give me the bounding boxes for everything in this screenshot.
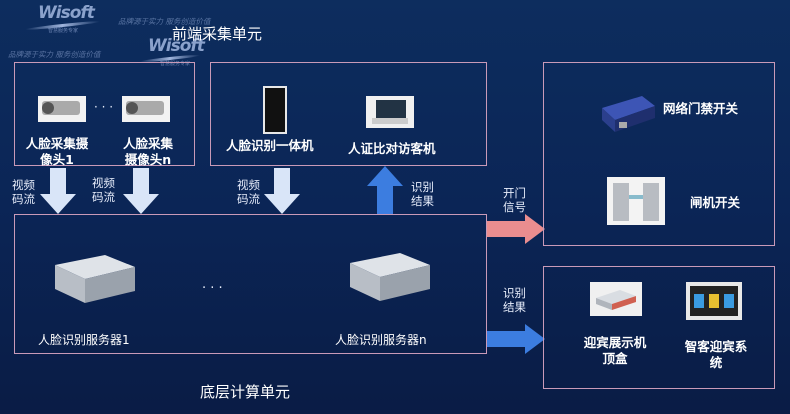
network-switch-icon xyxy=(602,96,655,132)
camera-n-label: 人脸采集摄像头n xyxy=(122,136,173,167)
result-label: 识别结果 xyxy=(411,180,434,208)
camera-1-label: 人脸采集摄像头1 xyxy=(25,136,89,167)
door-signal-label: 开门信号 xyxy=(503,186,526,214)
ellipsis: · · · xyxy=(202,281,223,296)
gate-icon xyxy=(607,177,665,225)
video-stream-label: 视频码流 xyxy=(12,178,35,206)
result-label: 识别结果 xyxy=(503,286,526,314)
ellipsis: · · · xyxy=(94,100,114,114)
down-arrow xyxy=(264,168,300,214)
wisoft-logo: Wisoft xyxy=(38,3,95,23)
down-arrow xyxy=(40,168,76,214)
set-top-box-label: 迎宾展示机顶盒 xyxy=(583,335,647,366)
server-1-label: 人脸识别服务器1 xyxy=(38,333,130,347)
welcome-box xyxy=(543,266,775,389)
watermark-slogan: 品牌源于实力 服务创造价值 xyxy=(118,17,211,26)
face-terminal-label: 人脸识别一体机 xyxy=(226,138,314,153)
video-stream-label: 视频码流 xyxy=(237,178,260,206)
camera-icon xyxy=(38,96,86,122)
front-unit-title: 前端采集单元 xyxy=(172,25,263,43)
server-icon xyxy=(55,255,135,303)
visitor-machine-label: 人证比对访客机 xyxy=(348,141,436,156)
camera-icon xyxy=(122,96,170,122)
logo-subtitle: 智慧服务专家 xyxy=(160,61,191,67)
compute-unit-title: 底层计算单元 xyxy=(200,383,291,401)
up-arrow xyxy=(367,166,403,214)
set-top-box-icon xyxy=(590,282,642,316)
door-signal-arrow xyxy=(487,214,545,244)
server-n-label: 人脸识别服务器n xyxy=(335,333,427,347)
server-icon xyxy=(350,253,430,301)
video-stream-label: 视频码流 xyxy=(92,176,115,204)
camera-group-box xyxy=(14,62,195,166)
welcome-system-icon xyxy=(686,282,742,320)
result-arrow xyxy=(487,324,545,354)
watermark-slogan: 品牌源于实力 服务创造价值 xyxy=(8,50,101,59)
compute-box xyxy=(14,214,487,354)
face-terminal-icon xyxy=(263,86,287,134)
gate-switch-label: 闸机开关 xyxy=(690,195,741,210)
access-control-box xyxy=(543,62,775,246)
wisoft-logo: Wisoft xyxy=(148,36,205,56)
network-switch-label: 网络门禁开关 xyxy=(663,101,739,116)
logo-subtitle: 智慧服务专家 xyxy=(48,28,79,34)
down-arrow xyxy=(123,168,159,214)
visitor-machine-icon xyxy=(366,96,414,128)
welcome-system-label: 智客迎宾系统 xyxy=(684,339,748,370)
terminal-group-box xyxy=(210,62,487,166)
